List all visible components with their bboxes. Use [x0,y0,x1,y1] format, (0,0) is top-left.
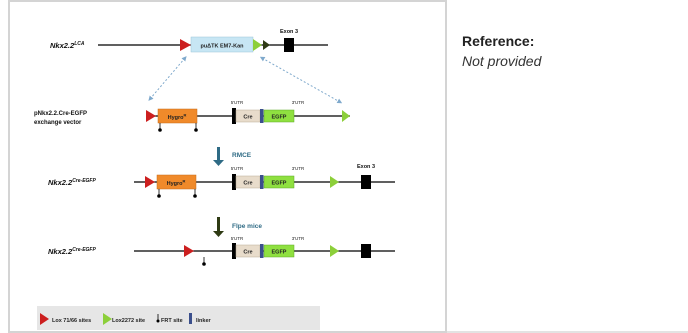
row3-allele-label: Nkx2.2Cre-EGFP [48,178,96,187]
lox2272-site-icon [330,245,339,257]
frt-site-icon [194,128,198,132]
reference-value: Not provided [462,53,542,69]
linker-bar [260,175,264,189]
frt-site-icon [193,194,197,198]
exon-box [361,244,371,258]
hygro-box [156,174,197,190]
flpe-arrow [217,217,220,231]
legend-lox2272-label: Lox2272 site [112,318,145,324]
flpe-label: Flpe mice [232,223,262,230]
legend-box [37,306,320,330]
red-triangle-icon [40,313,49,325]
rmce-arrow [217,147,220,160]
rmce-construct-diagram: Nkx2.2LCA puΔTK EM7-Kan Exon 3 pNkx2.2.C… [34,29,395,330]
legend-linker-label: linker [196,318,212,324]
frt-site-icon [202,262,206,266]
lox-site-icon [146,110,156,122]
vector-label-line2: exchange vector [34,120,82,126]
lox-site-icon [145,176,155,188]
green-triangle-icon [103,313,112,325]
divider [447,331,688,333]
exon3-label: Exon 3 [280,29,298,35]
linker-bar [260,244,264,258]
cre-label: Cre [243,181,252,187]
exon3-box [284,38,294,52]
utr5-label: 5'UTR [231,236,244,241]
hygro-box [157,108,198,124]
figure-panel [8,0,447,331]
egfp-box [263,109,295,123]
flpe-arrow-head [213,231,224,237]
legend-lox-label: Lox 71/66 sites [52,318,91,324]
blue-bar-icon [189,313,192,324]
row4-allele-label: Nkx2.2Cre-EGFP [48,247,96,256]
egfp-label: EGFP [272,115,287,121]
exon3-label: Exon 3 [357,164,375,170]
utr5-box [232,243,236,259]
hygro-label: HygroR [167,179,186,188]
frt-site-icon [157,194,161,198]
egfp-box [263,175,295,189]
utr5-box [232,108,236,124]
lox-site-icon [180,39,191,51]
utr3-label: 3'UTR [292,236,305,241]
cre-label: Cre [243,115,252,121]
exon3-box [361,175,371,189]
lox2272-site-icon [342,110,350,122]
hygro-label: HygroR [168,113,187,122]
exchange-arrow-right [259,56,343,104]
frt-arrow-icon [263,40,270,50]
divider [8,331,447,333]
lollipop-down-icon [156,319,160,323]
cassette-label: puΔTK EM7-Kan [200,44,244,50]
vector-label-line1: pNkx2.2.Cre-EGFP [34,111,87,117]
cre-label: Cre [243,250,252,256]
utr3-label: 3'UTR [292,100,305,105]
utr5-label: 5'UTR [231,166,244,171]
linker-bar [260,109,264,123]
row1-allele-label: Nkx2.2LCA [50,41,85,50]
utr5-box [232,174,236,190]
reference-heading: Reference: [462,33,535,49]
frt-site-icon [158,128,162,132]
lox-site-icon [184,245,194,257]
utr5-label: 5'UTR [231,100,244,105]
utr3-label: 3'UTR [292,166,305,171]
lox2272-site-icon [253,39,262,51]
egfp-box [263,244,295,258]
exchange-arrow-left [148,56,187,101]
egfp-label: EGFP [272,181,287,187]
rmce-label: RMCE [232,152,252,159]
lox2272-site-icon [330,176,339,188]
legend-frt-label: FRT site [161,318,183,324]
rmce-arrow-head [213,160,224,166]
egfp-label: EGFP [272,250,287,256]
